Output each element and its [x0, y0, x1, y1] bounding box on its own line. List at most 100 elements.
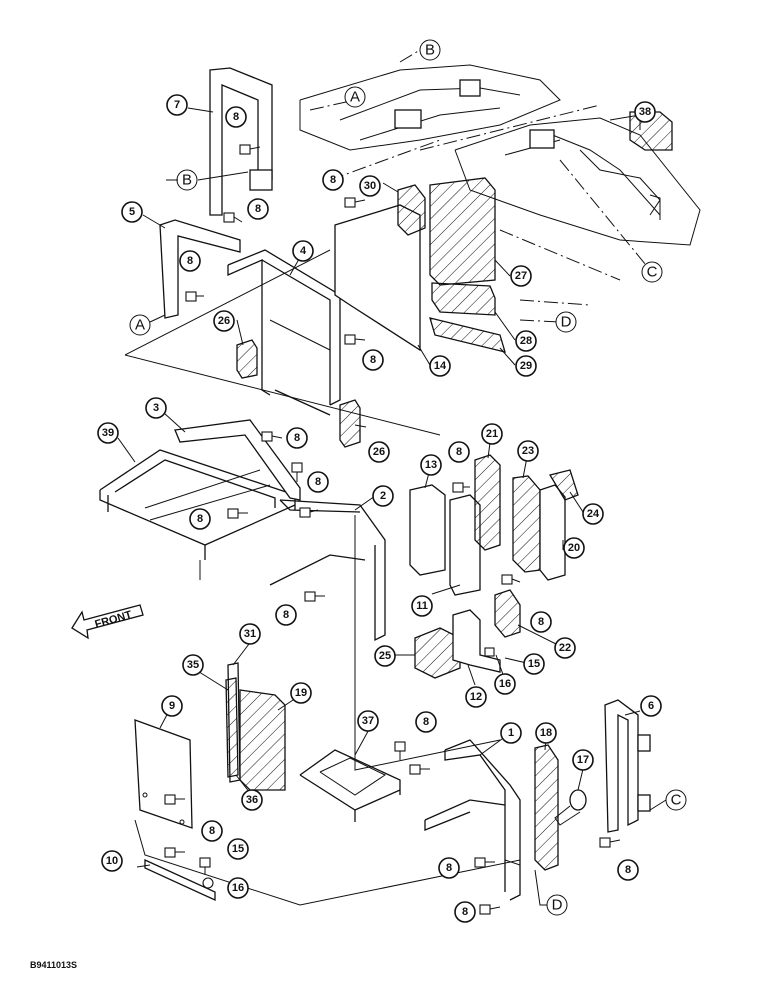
part-6-bracket — [604, 699, 651, 833]
part-23-pad — [512, 475, 541, 573]
part-28-pad — [431, 282, 496, 316]
callout-8: 8 — [415, 711, 437, 733]
callout-15: 15 — [523, 653, 545, 675]
callout-36: 36 — [241, 789, 263, 811]
svg-text:4: 4 — [300, 245, 307, 257]
svg-text:9: 9 — [169, 700, 175, 712]
bolt-icon — [501, 574, 521, 585]
svg-text:28: 28 — [520, 335, 532, 347]
bolt-icon — [484, 647, 495, 657]
callout-20: 20 — [563, 537, 585, 559]
part-9-panel — [134, 719, 193, 829]
svg-text:23: 23 — [522, 445, 534, 457]
part-2-frame — [199, 499, 501, 771]
svg-text:A: A — [135, 317, 145, 334]
reference-letters: B A B A C D C D — [129, 39, 687, 916]
svg-text:21: 21 — [486, 428, 498, 440]
part-18-pad — [534, 744, 559, 871]
svg-text:16: 16 — [499, 678, 511, 690]
callout-8: 8 — [307, 471, 329, 493]
svg-text:8: 8 — [625, 864, 631, 876]
callout-6: 6 — [640, 695, 662, 717]
upper-frame — [299, 49, 701, 323]
part-22-pad — [494, 589, 521, 638]
callout-15: 15 — [227, 838, 249, 860]
svg-text:37: 37 — [362, 715, 374, 727]
callout-23: 23 — [517, 440, 539, 462]
callout-28: 28 — [515, 330, 537, 352]
svg-text:3: 3 — [153, 402, 159, 414]
svg-text:26: 26 — [373, 446, 385, 458]
part-17-clamp — [554, 789, 587, 826]
svg-text:A: A — [350, 89, 360, 106]
bolt-icon — [474, 857, 495, 868]
callout-8: 8 — [179, 250, 201, 272]
ref-c: C — [641, 261, 663, 283]
part-38-frame — [299, 749, 401, 822]
svg-text:D: D — [552, 897, 563, 914]
svg-text:D: D — [561, 314, 572, 331]
bolt-icon — [344, 197, 366, 208]
svg-text:7: 7 — [174, 99, 180, 111]
part-26-pads — [236, 339, 361, 448]
callout-13: 13 — [420, 454, 442, 476]
svg-text:8: 8 — [187, 255, 193, 267]
svg-text:8: 8 — [233, 111, 239, 123]
bolt-icon — [394, 741, 406, 760]
bolt-icon — [185, 291, 204, 302]
callout-3: 3 — [145, 397, 167, 419]
svg-text:8: 8 — [315, 476, 321, 488]
bolt-icon — [227, 508, 248, 519]
bolt-icon — [599, 837, 621, 848]
svg-text:22: 22 — [559, 642, 571, 654]
bolt-icon — [199, 857, 211, 875]
callout-8: 8 — [617, 859, 639, 881]
callout-16: 16 — [494, 673, 516, 695]
callout-8: 8 — [189, 508, 211, 530]
svg-text:20: 20 — [568, 542, 580, 554]
callout-27: 27 — [510, 265, 532, 287]
svg-text:8: 8 — [423, 716, 429, 728]
svg-text:C: C — [671, 792, 682, 809]
part-1-frame — [424, 739, 521, 901]
leader-lines — [117, 107, 649, 868]
svg-text:31: 31 — [244, 628, 256, 640]
part-10-strip — [134, 819, 521, 906]
part-39-frame — [99, 449, 296, 560]
callout-14: 14 — [429, 355, 451, 377]
front-arrow: FRONT — [71, 604, 144, 640]
part-21-pad — [474, 454, 501, 551]
callout-37: 38 — [634, 101, 656, 123]
part-35-strip — [225, 677, 239, 778]
svg-text:1: 1 — [508, 727, 514, 739]
part-25-block — [414, 627, 461, 679]
ref-a: A — [129, 314, 151, 336]
callout-30: 30 — [359, 175, 381, 197]
svg-text:5: 5 — [129, 206, 135, 218]
svg-text:29: 29 — [520, 360, 532, 372]
callout-8: 8 — [438, 857, 460, 879]
svg-text:13: 13 — [425, 459, 437, 471]
svg-text:B: B — [182, 172, 192, 189]
ref-d: D — [555, 311, 577, 333]
svg-text:11: 11 — [416, 600, 428, 612]
callout-8: 8 — [275, 604, 297, 626]
callout-35: 35 — [182, 654, 204, 676]
svg-text:26: 26 — [218, 315, 230, 327]
callout-11: 11 — [411, 595, 433, 617]
part-13-panel — [409, 484, 446, 576]
callout-1: 1 — [500, 722, 522, 744]
svg-text:25: 25 — [379, 650, 391, 662]
part-5-bracket — [159, 219, 241, 319]
callout-bubbles: 7 8 5 8 8 4 8 30 38 27 28 29 14 8 26 3 3… — [97, 94, 662, 923]
svg-text:38: 38 — [639, 106, 651, 118]
svg-text:B: B — [425, 42, 435, 59]
ref-b: B — [419, 39, 441, 61]
bolt-icon — [223, 212, 243, 223]
callout-8: 8 — [322, 169, 344, 191]
svg-text:8: 8 — [197, 513, 203, 525]
bolt-icon — [239, 144, 261, 155]
callout-26: 26 — [368, 441, 390, 463]
